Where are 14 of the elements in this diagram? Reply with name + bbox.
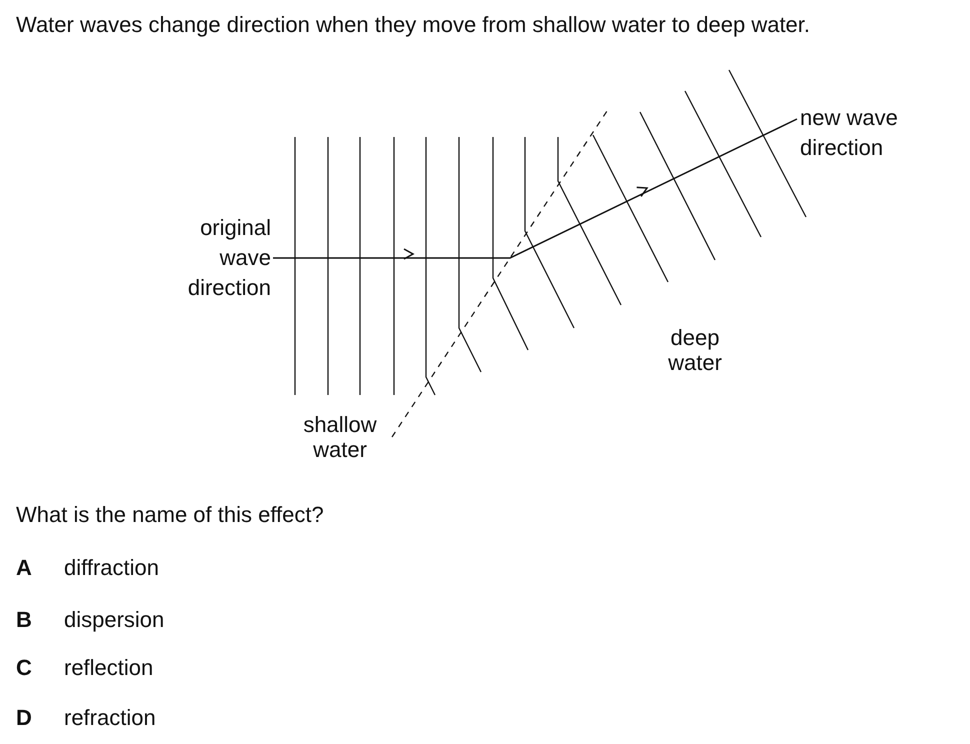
option-letter: D <box>16 704 32 732</box>
question-text: Water waves change direction when they move from shallow water to deep water. <box>16 11 810 39</box>
answer-option: refraction <box>64 703 156 733</box>
question-text: What is the name of this effect? <box>16 501 324 529</box>
answer-option: diffraction <box>64 553 159 583</box>
option-letter: A <box>16 554 32 582</box>
option-letter: B <box>16 606 32 634</box>
text-label: new wave direction <box>800 103 930 163</box>
text-label: original wave direction <box>150 213 271 303</box>
region-label: deep water <box>667 325 723 375</box>
answer-option: reflection <box>64 653 154 683</box>
option-letter: C <box>16 654 32 682</box>
answer-option: dispersion <box>64 605 164 635</box>
region-label: shallow water <box>302 412 378 462</box>
